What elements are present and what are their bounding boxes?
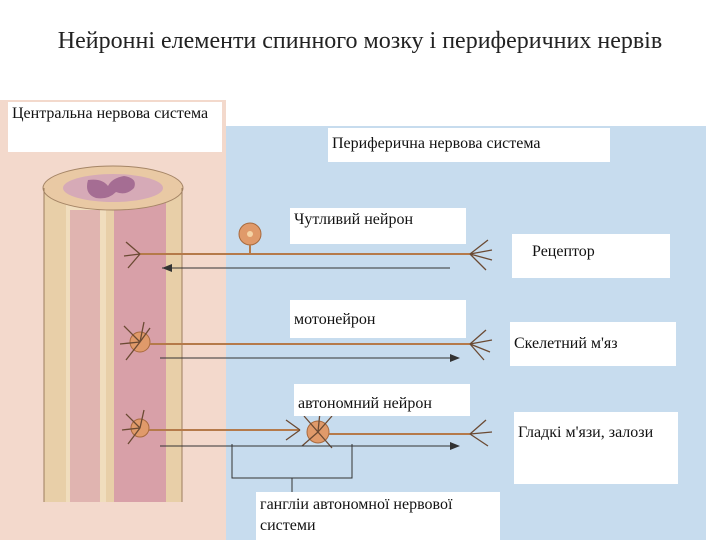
spinal-cord: [42, 165, 184, 502]
pns-label: Периферична нервова система: [328, 128, 610, 162]
receptor-label: Рецептор: [512, 234, 670, 278]
page-title: Нейронні елементи спинного мозку і периф…: [57, 28, 663, 54]
cns-label: Центральна нервова система: [8, 102, 222, 152]
smooth-muscle-label: Гладкі м'язи, залози: [514, 412, 678, 484]
skeletal-muscle-label: Скелетний м'яз: [510, 322, 676, 366]
ganglion-label: гангліи автономної нервової системи: [256, 492, 500, 540]
motor-neuron-label: мотонейрон: [290, 300, 466, 338]
sensory-neuron: [123, 222, 493, 272]
gray-matter: [87, 176, 135, 199]
motor-neuron: [119, 321, 493, 362]
autonomic-neuron: [121, 409, 493, 492]
sensory-neuron-label: Чутливий нейрон: [290, 208, 466, 244]
autonomic-neuron-label: автономний нейрон: [294, 384, 470, 416]
